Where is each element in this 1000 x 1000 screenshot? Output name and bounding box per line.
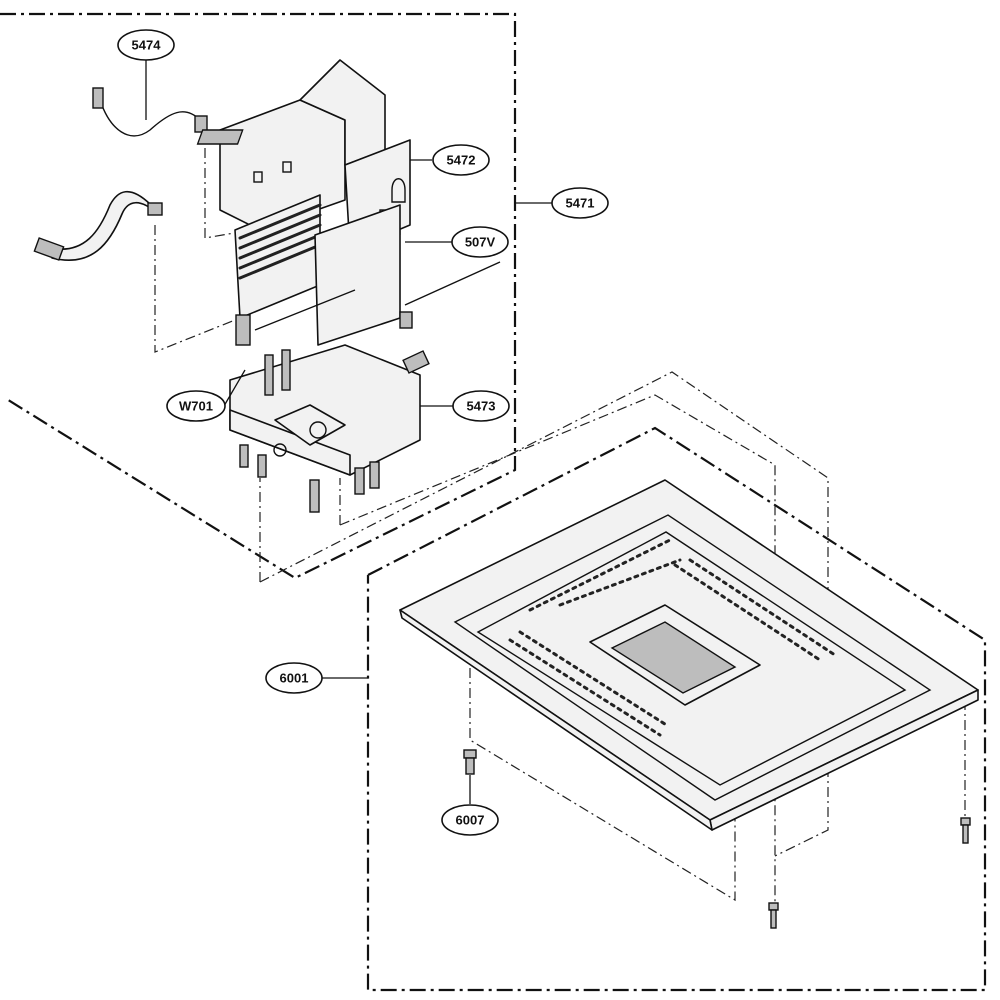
wire-harness-5474 — [92, 87, 208, 137]
screw-bottom — [768, 902, 779, 929]
callout-label-5471: 5471 — [566, 196, 595, 211]
callout-5474: 5474 — [117, 29, 175, 61]
assembly-boundary-6001 — [366, 426, 987, 992]
screw-right — [960, 817, 971, 844]
callout-label-6007: 6007 — [456, 813, 485, 828]
holder-5473 — [229, 344, 430, 513]
harness-connector-right — [194, 115, 208, 133]
screw-6007 — [463, 749, 477, 775]
callout-label-w701: W701 — [179, 399, 213, 414]
ribbon-connector-right — [147, 202, 163, 216]
callout-6007: 6007 — [441, 804, 499, 836]
heatsink-module-507v — [234, 194, 501, 346]
callout-label-5473: 5473 — [467, 399, 496, 414]
assembly-boundary-5471 — [0, 12, 517, 580]
ribbon-connector-left — [33, 237, 65, 261]
harness-connector-left — [92, 87, 104, 109]
callout-label-5474: 5474 — [132, 38, 162, 53]
ribbon-cable — [33, 190, 163, 261]
callout-label-507v: 507V — [465, 235, 496, 250]
callout-w701: W701 — [166, 390, 226, 422]
callout-5472: 5472 — [432, 144, 490, 176]
callout-label-6001: 6001 — [280, 671, 309, 686]
callout-5471: 5471 — [551, 187, 609, 219]
callout-5473: 5473 — [452, 390, 510, 422]
base-plate-6001 — [399, 479, 979, 831]
callout-label-5472: 5472 — [447, 153, 476, 168]
callout-6001: 6001 — [265, 662, 323, 694]
leader-lines — [145, 60, 553, 804]
callout-507v: 507V — [451, 226, 509, 258]
